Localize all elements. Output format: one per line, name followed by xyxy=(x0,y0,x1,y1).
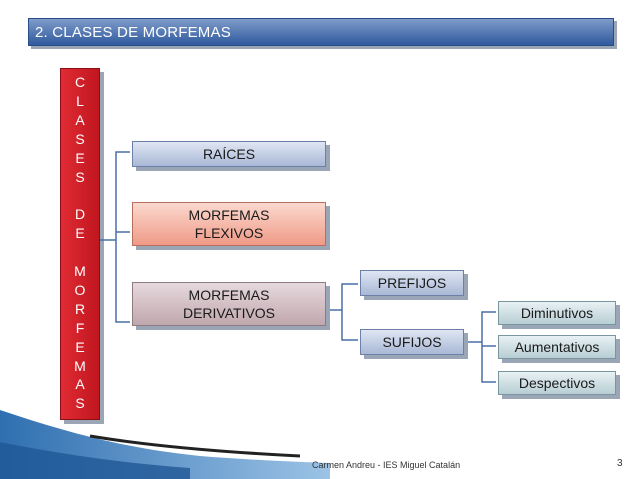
page-title: 2. CLASES DE MORFEMAS xyxy=(35,24,231,41)
vertical-letter: A xyxy=(75,376,85,393)
node-prefijos: PREFIJOS xyxy=(360,270,464,296)
vertical-letter: E xyxy=(75,225,85,242)
node-flexivos-line1: MORFEMAS xyxy=(188,207,270,223)
footer-author: Carmen Andreu - IES Miguel Catalán xyxy=(312,460,461,470)
vertical-letter: D xyxy=(74,206,86,223)
vertical-letter: S xyxy=(75,395,85,412)
node-prefijos-label: PREFIJOS xyxy=(377,275,447,291)
node-sufijos-label: SUFIJOS xyxy=(382,334,442,350)
node-derivativos-line2: DERIVATIVOS xyxy=(182,305,276,321)
vertical-letter: S xyxy=(75,168,85,185)
node-despectivos: Despectivos xyxy=(498,371,616,395)
node-diminutivos-label: Diminutivos xyxy=(520,305,594,321)
vertical-letter: S xyxy=(75,130,85,147)
vertical-letter: E xyxy=(75,338,85,355)
vertical-letter: R xyxy=(74,300,86,317)
node-morfemas-derivativos: MORFEMAS DERIVATIVOS xyxy=(132,282,326,326)
corner-swoosh-decoration xyxy=(0,410,330,479)
vertical-letter: C xyxy=(74,74,86,90)
title-bar: 2. CLASES DE MORFEMAS xyxy=(28,18,614,46)
node-despectivos-label: Despectivos xyxy=(518,375,596,391)
node-diminutivos: Diminutivos xyxy=(498,301,616,325)
vertical-letter: F xyxy=(75,319,85,336)
node-raices-label: RAÍCES xyxy=(202,146,256,162)
node-aumentativos: Aumentativos xyxy=(498,335,616,359)
vertical-letter: O xyxy=(74,281,86,298)
vertical-letter: A xyxy=(75,111,85,128)
vertical-letter: M xyxy=(74,263,86,279)
vertical-letter: L xyxy=(76,92,84,109)
node-flexivos-line2: FLEXIVOS xyxy=(194,225,264,241)
node-sufijos: SUFIJOS xyxy=(360,329,464,355)
node-morfemas-flexivos: MORFEMAS FLEXIVOS xyxy=(132,202,326,246)
node-aumentativos-label: Aumentativos xyxy=(514,339,600,355)
node-raices: RAÍCES xyxy=(132,141,326,167)
vertical-letter: E xyxy=(75,149,85,166)
vertical-letter: M xyxy=(74,357,86,374)
page-number: 3 xyxy=(617,458,623,469)
node-derivativos-line1: MORFEMAS xyxy=(188,287,270,303)
